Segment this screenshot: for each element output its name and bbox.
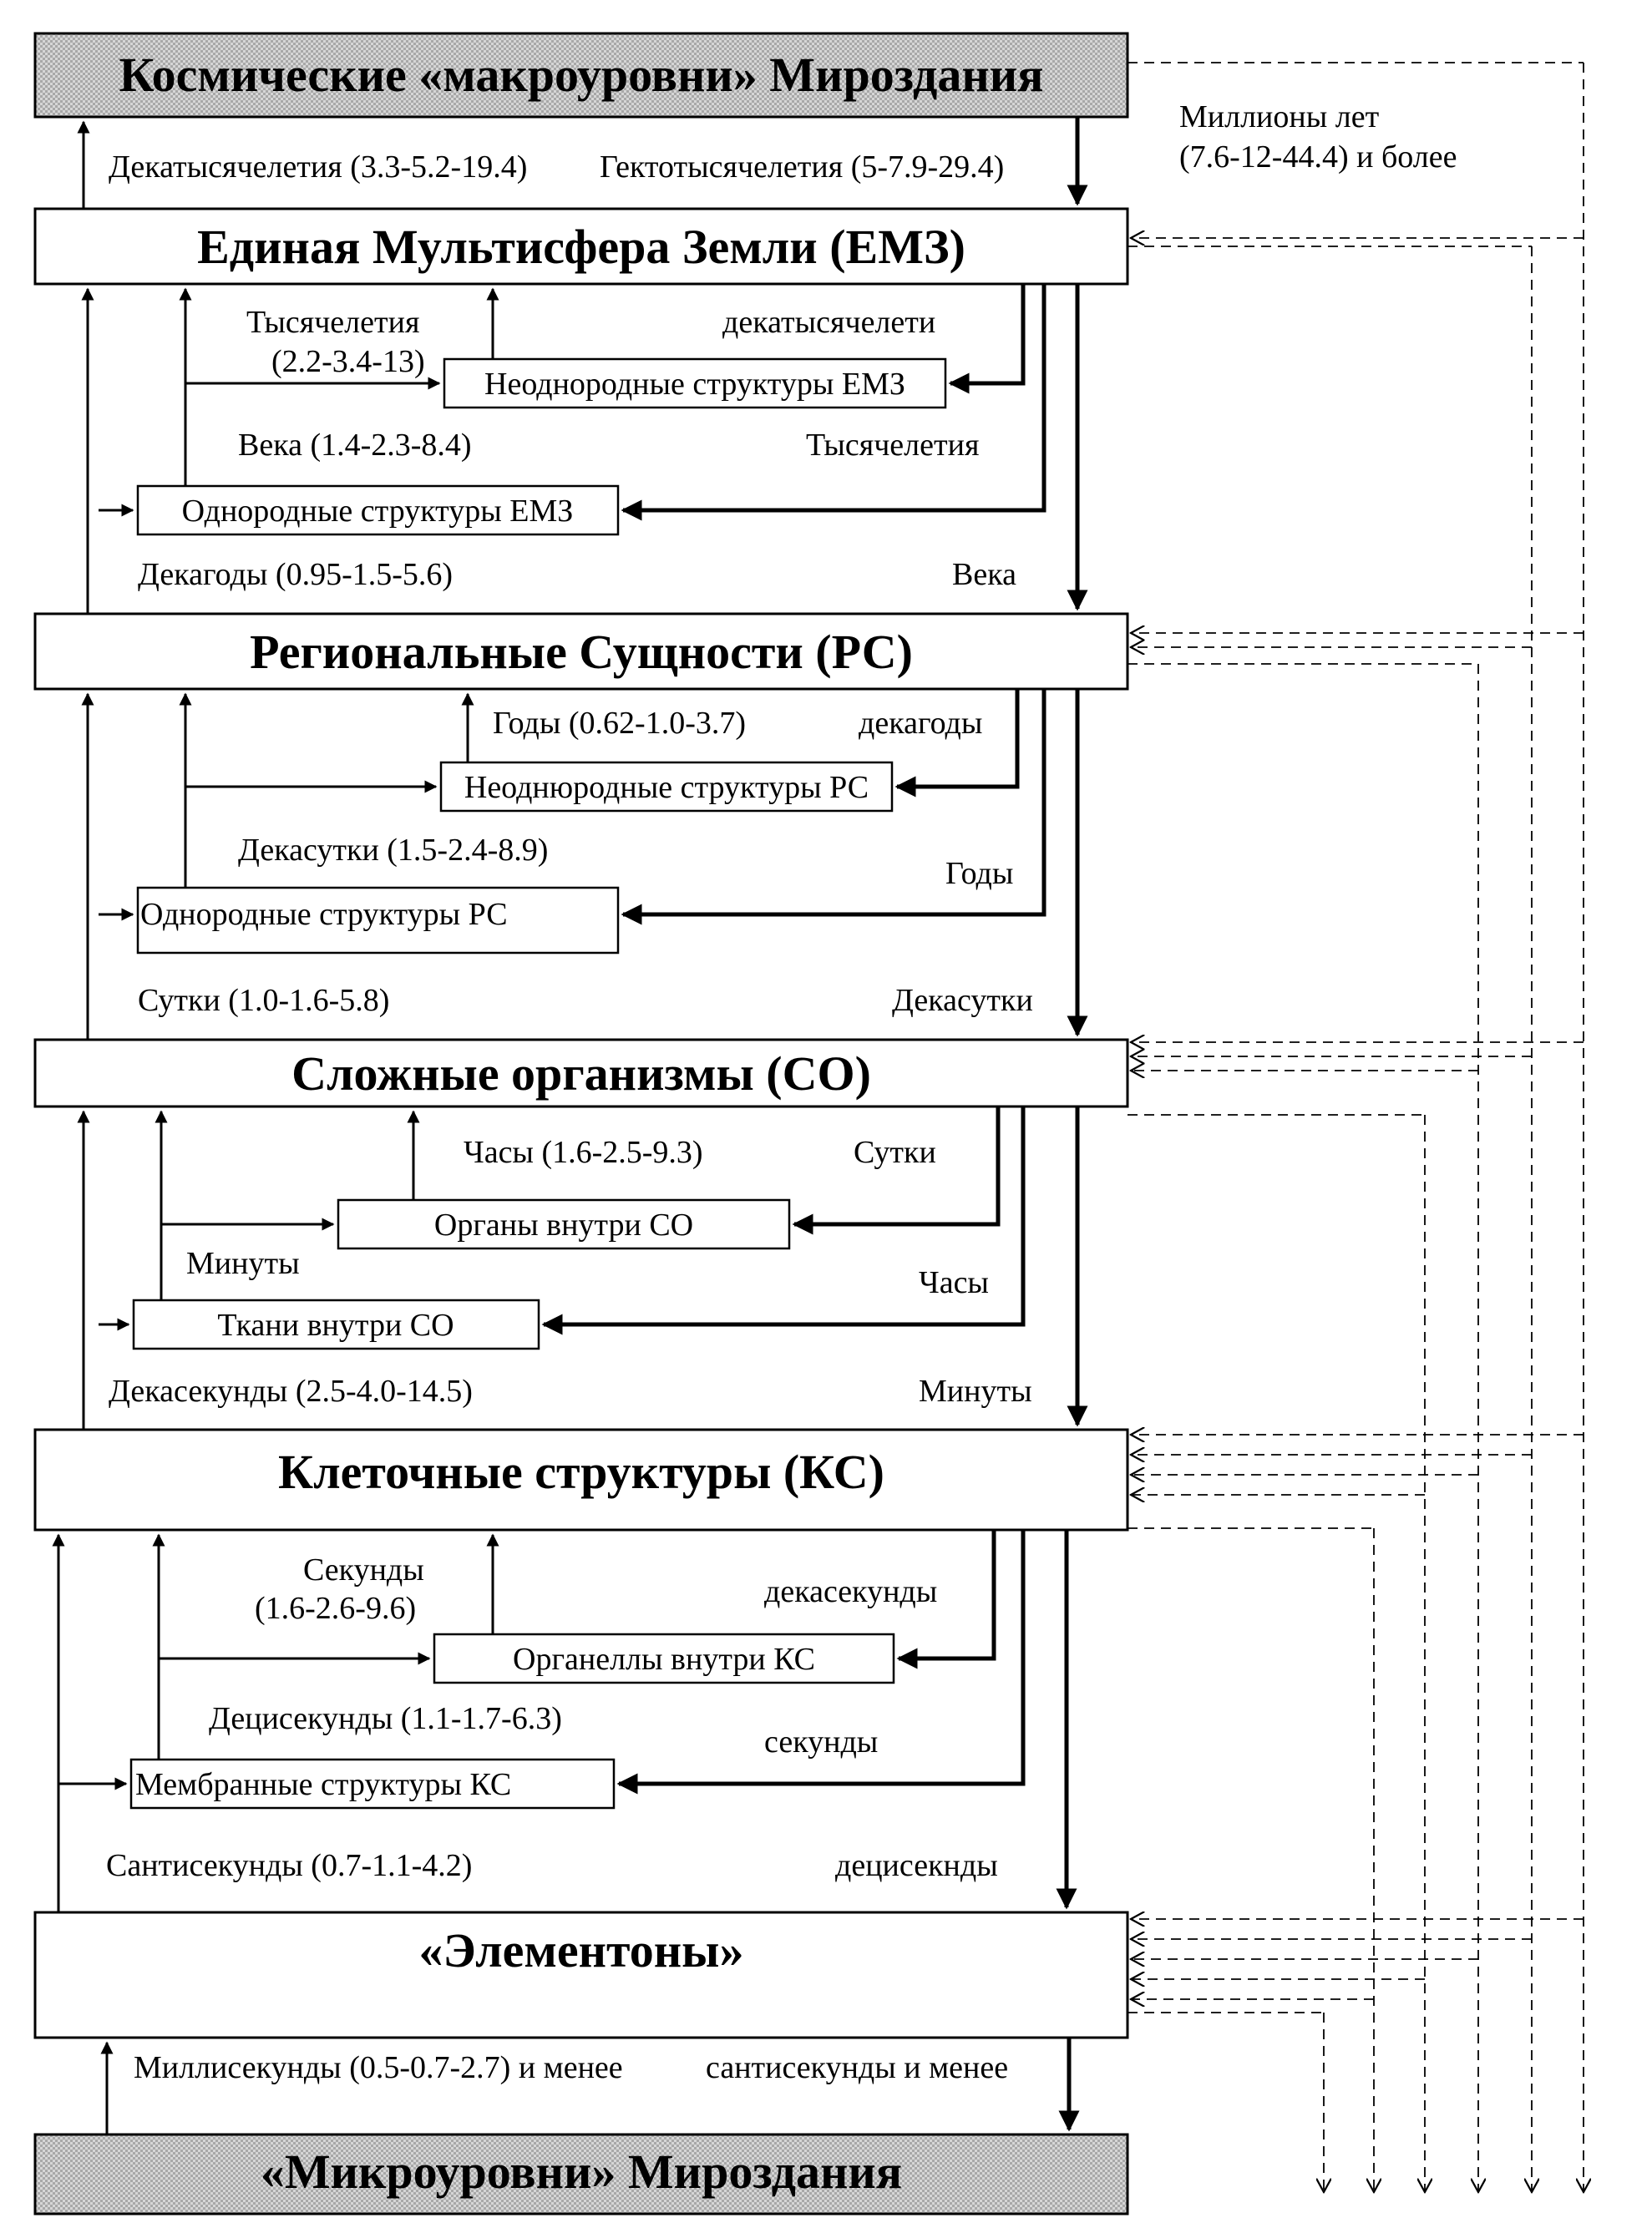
box-ks-membranes: Мембранные структуры КС [129, 1758, 616, 1810]
label-elem-milliseconds: Миллисекунды (0.5-0.7-2.7) и менее [134, 2050, 623, 2085]
label-so-hours-down: Часы [919, 1265, 989, 1300]
level-micro-title: «Микроуровни» Мироздания [261, 2145, 902, 2199]
label-ks-seconds-down: секунды [764, 1724, 878, 1760]
level-cosmic: Космические «макроуровни» Мироздания [33, 32, 1129, 119]
level-ks-title: Клеточные структуры (КС) [278, 1445, 884, 1499]
label-ems-millennia-down: Тысячелетия [806, 428, 979, 463]
box-ks-organelles: Органеллы внутри КС [433, 1633, 895, 1684]
label-rs-years-down: Годы [945, 856, 1013, 891]
label-rs-decadays: Декасутки (1.5-2.4-8.9) [238, 833, 548, 868]
label-so-minutes: Минуты [186, 1246, 300, 1281]
label-so-decaseconds: Декасекунды (2.5-4.0-14.5) [109, 1374, 473, 1409]
label-ems-decamillennia: декатысячелети [722, 305, 935, 340]
label-ks-centiseconds: Сантисекунды (0.7-1.1-4.2) [106, 1848, 472, 1883]
box-ems-homo: Однородные структуры ЕМЗ [136, 484, 620, 536]
level-cosmic-title: Космические «макроуровни» Мироздания [119, 48, 1043, 102]
svg-text:Неоднородные структуры ЕМЗ: Неоднородные структуры ЕМЗ [484, 367, 905, 402]
box-rs-hetero: Неоднюродные структуры РС [439, 761, 894, 813]
label-rs-decadays-down: Декасутки [892, 983, 1033, 1018]
label-rs-decades-down: декагоды [859, 706, 982, 741]
solid-connectors [52, 117, 1088, 2134]
label-ks-seconds-2: (1.6-2.6-9.6) [255, 1591, 416, 1626]
svg-text:Ткани внутри СО: Ткани внутри СО [217, 1308, 454, 1343]
label-millions-1: Миллионы лет [1179, 99, 1380, 134]
label-so-hours: Часы (1.6-2.5-9.3) [464, 1135, 703, 1170]
svg-text:Органы внутри СО: Органы внутри СО [434, 1208, 693, 1243]
box-rs-homo: Однородные структуры РС [136, 886, 620, 955]
svg-text:Неоднюродные структуры РС: Неоднюродные структуры РС [464, 770, 869, 805]
level-rs: Региональные Сущности (РС) [33, 612, 1129, 691]
level-so: Сложные организмы (СО) [33, 1038, 1129, 1108]
label-ks-deciseconds: Децисекунды (1.1-1.7-6.3) [209, 1701, 562, 1736]
time-labels: Декатысячелетия (3.3-5.2-19.4) Гектотыся… [106, 99, 1457, 2085]
svg-text:Мембранные структуры КС: Мембранные структуры КС [135, 1767, 511, 1802]
box-so-tissues: Ткани внутри СО [132, 1299, 540, 1350]
label-cosmic-ems-down: Гектотысячелетия (5-7.9-29.4) [600, 149, 1004, 185]
level-elementons: «Элементоны» [33, 1911, 1129, 2039]
level-ems-title: Единая Мультисфера Земли (ЕМЗ) [197, 220, 965, 274]
label-ks-decaseconds-down: декасекунды [764, 1574, 937, 1609]
label-ks-seconds-1: Секунды [303, 1552, 424, 1588]
level-micro: «Микроуровни» Мироздания [33, 2133, 1129, 2215]
level-rs-title: Региональные Сущности (РС) [250, 625, 913, 679]
label-cosmic-ems-up: Декатысячелетия (3.3-5.2-19.4) [109, 149, 527, 185]
label-so-minutes-down: Минуты [919, 1374, 1032, 1409]
level-elementons-title: «Элементоны» [419, 1923, 744, 1977]
level-ems: Единая Мультисфера Земли (ЕМЗ) [33, 207, 1129, 286]
box-ems-hetero: Неоднородные структуры ЕМЗ [443, 357, 947, 409]
label-millions-2: (7.6-12-44.4) и более [1179, 139, 1457, 175]
svg-text:Органеллы внутри КС: Органеллы внутри КС [513, 1642, 815, 1677]
label-ems-decades: Декагоды (0.95-1.5-5.6) [138, 557, 453, 592]
label-rs-days: Сутки (1.0-1.6-5.8) [138, 983, 389, 1018]
level-so-title: Сложные организмы (СО) [291, 1046, 871, 1101]
label-rs-years: Годы (0.62-1.0-3.7) [493, 706, 746, 741]
svg-text:Однородные структуры ЕМЗ: Однородные структуры ЕМЗ [182, 494, 574, 529]
label-ems-millennia-2: (2.2-3.4-13) [271, 344, 425, 379]
svg-text:Однородные структуры РС: Однородные структуры РС [140, 897, 508, 932]
level-ks: Клеточные структуры (КС) [33, 1428, 1129, 1532]
box-so-organs: Органы внутри СО [337, 1198, 791, 1250]
dashed-feedback-lines [1128, 62, 1584, 2192]
label-ems-millennia-1: Тысячелетия [246, 305, 419, 340]
label-ems-centuries-down: Века [952, 557, 1016, 592]
label-ks-deciseconds-down: децисекнды [835, 1848, 998, 1883]
label-elem-centiseconds-down: сантисекунды и менее [706, 2050, 1008, 2085]
label-so-days-down: Сутки [854, 1135, 936, 1170]
label-ems-centuries: Века (1.4-2.3-8.4) [238, 428, 472, 463]
